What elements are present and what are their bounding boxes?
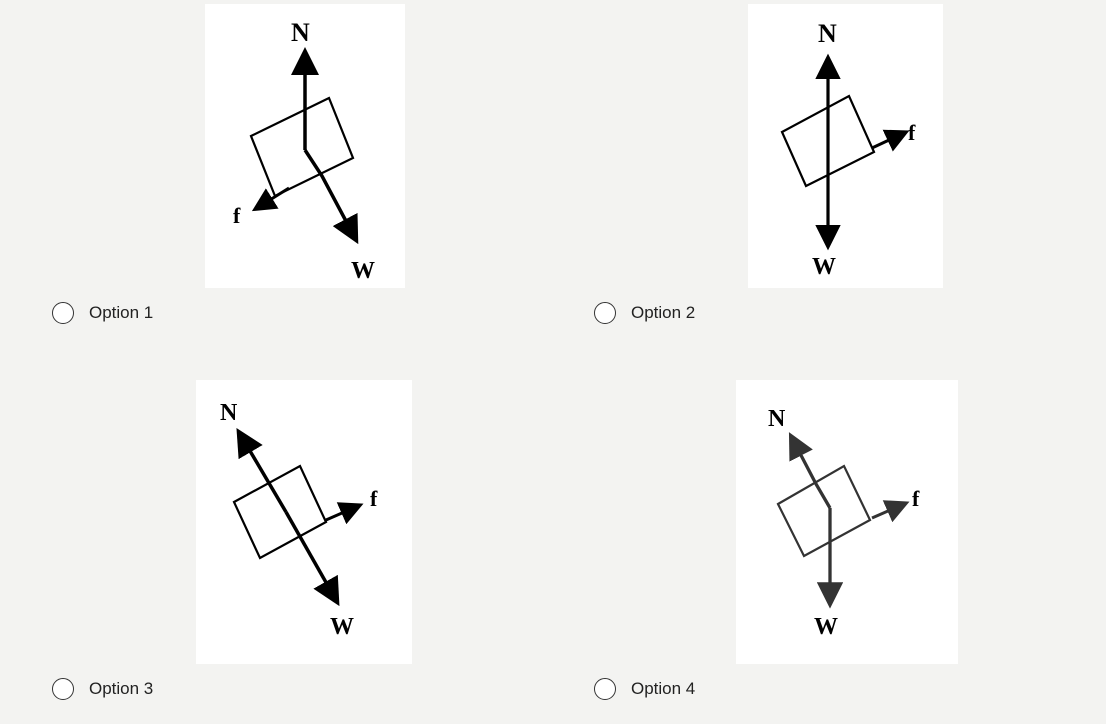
option-4-image-area: N f W [594, 380, 1096, 664]
friction-force-arrow-3 [325, 502, 364, 525]
option-1: N f W Option 1 [52, 4, 554, 344]
friction-force-arrow-1 [251, 186, 290, 212]
friction-label-3: f [370, 486, 378, 511]
friction-label-2: f [908, 120, 916, 145]
option-1-label: Option 1 [89, 303, 154, 322]
friction-force-arrow-4 [871, 500, 910, 523]
normal-label-4: N [768, 406, 786, 432]
block-1 [249, 96, 355, 198]
block-4 [776, 464, 872, 558]
weight-force-arrow-1 [303, 149, 359, 245]
option-4-label: Option 4 [631, 679, 696, 698]
option-1-choice[interactable]: Option 1 [52, 302, 153, 324]
diagram-3-svg: N f W [220, 400, 378, 640]
block-3 [232, 464, 328, 560]
option-2: N f W Option 2 [594, 4, 1096, 344]
weight-force-arrow-3 [284, 511, 340, 607]
normal-label-2: N [818, 19, 837, 48]
friction-label-1: f [233, 203, 241, 228]
option-4-radio[interactable] [594, 678, 616, 700]
normal-label-3: N [220, 400, 238, 426]
diagram-1-svg: N f W [233, 18, 375, 284]
normal-label-1: N [291, 18, 310, 47]
free-body-diagram-3: N f W [196, 380, 412, 664]
normal-force-arrow-3 [236, 427, 288, 513]
option-2-label: Option 2 [631, 303, 696, 322]
free-body-diagram-1: N f W [205, 4, 405, 288]
option-3: N f W Option 3 [52, 380, 554, 720]
weight-label-2: W [812, 254, 836, 280]
option-2-choice[interactable]: Option 2 [594, 302, 695, 324]
free-body-diagram-2: N f W [748, 4, 943, 288]
friction-force-arrow-2 [871, 129, 910, 152]
option-3-label: Option 3 [89, 679, 154, 698]
diagram-2-svg: N f W [780, 19, 916, 280]
option-2-radio[interactable] [594, 302, 616, 324]
option-3-radio[interactable] [52, 678, 74, 700]
option-3-choice[interactable]: Option 3 [52, 678, 153, 700]
option-3-image-area: N f W [52, 380, 554, 664]
weight-label-4: W [814, 614, 838, 640]
option-1-image-area: N f W [52, 4, 554, 288]
normal-force-arrow-4 [788, 432, 832, 509]
option-1-radio[interactable] [52, 302, 74, 324]
diagram-4-svg: N f W [768, 406, 920, 640]
weight-label-3: W [330, 614, 354, 640]
free-body-diagram-4: N f W [736, 380, 958, 664]
option-2-image-area: N f W [594, 4, 1096, 288]
option-4-choice[interactable]: Option 4 [594, 678, 695, 700]
option-4: N f W Option 4 [594, 380, 1096, 720]
weight-label-1: W [351, 258, 375, 284]
friction-label-4: f [912, 486, 920, 511]
